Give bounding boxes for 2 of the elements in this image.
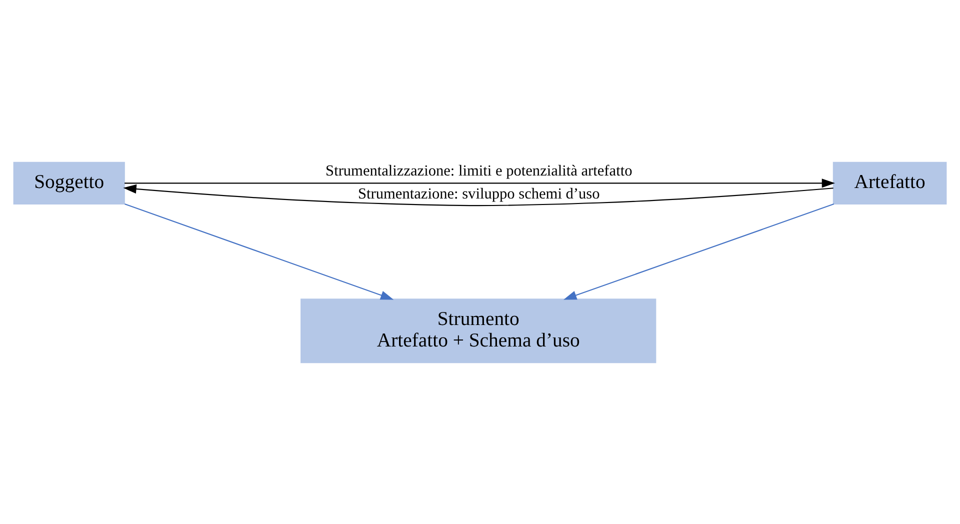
edge-label: Strumentazione: sviluppo schemi d’uso <box>358 185 600 202</box>
edge-label: Strumentalizzazione: limiti e potenzialità artefatto <box>326 162 632 180</box>
